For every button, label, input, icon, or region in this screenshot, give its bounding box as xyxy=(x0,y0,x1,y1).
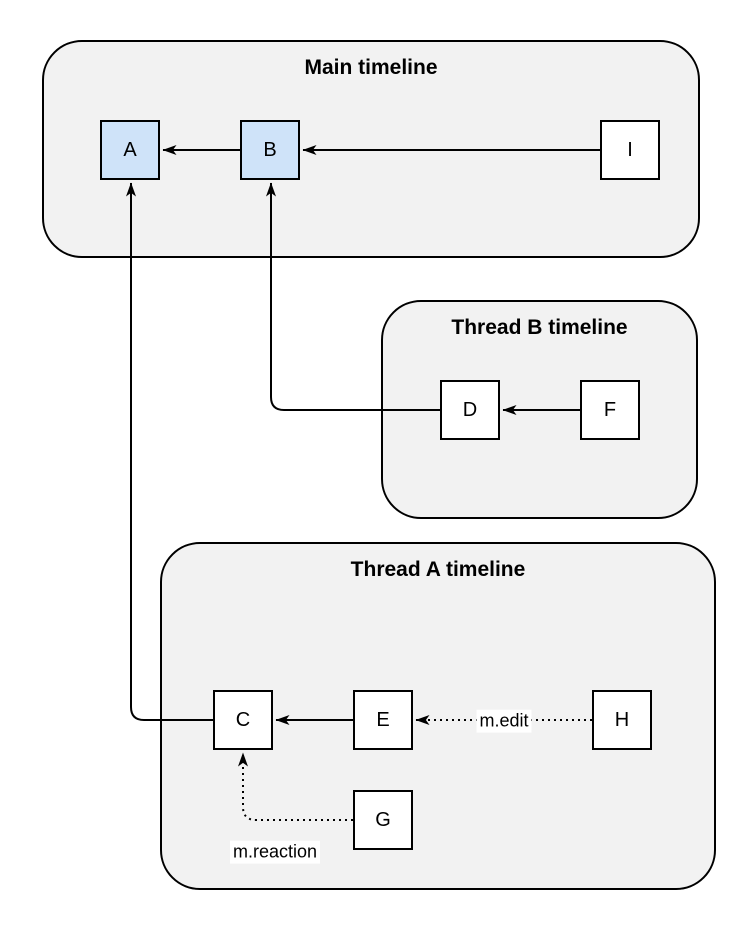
node-label-G: G xyxy=(375,808,391,831)
node-D: D xyxy=(440,380,500,440)
edge-G-to-C-dotted-arrow xyxy=(238,752,353,821)
node-B: B xyxy=(240,120,300,180)
container-title-threadA: Thread A timeline xyxy=(350,558,526,581)
node-H: H xyxy=(592,690,652,750)
node-label-I: I xyxy=(627,138,633,161)
node-label-C: C xyxy=(235,708,251,731)
edge-label-G-to-C: m.reaction xyxy=(229,840,321,864)
node-C: C xyxy=(213,690,273,750)
container-title-threadB: Thread B timeline xyxy=(451,316,628,339)
node-label-F: F xyxy=(603,398,617,421)
edge-C-to-A-arrow xyxy=(126,182,213,721)
node-F: F xyxy=(580,380,640,440)
node-E: E xyxy=(353,690,413,750)
node-label-H: H xyxy=(614,708,630,731)
node-label-E: E xyxy=(376,708,390,731)
edge-D-to-B-arrow xyxy=(266,182,440,411)
edge-label-H-to-E: m.edit xyxy=(476,709,532,733)
node-I: I xyxy=(600,120,660,180)
node-label-B: B xyxy=(263,138,277,161)
node-label-D: D xyxy=(462,398,478,421)
node-A: A xyxy=(100,120,160,180)
container-title-main: Main timeline xyxy=(304,56,438,79)
node-G: G xyxy=(353,790,413,850)
node-label-A: A xyxy=(123,138,137,161)
